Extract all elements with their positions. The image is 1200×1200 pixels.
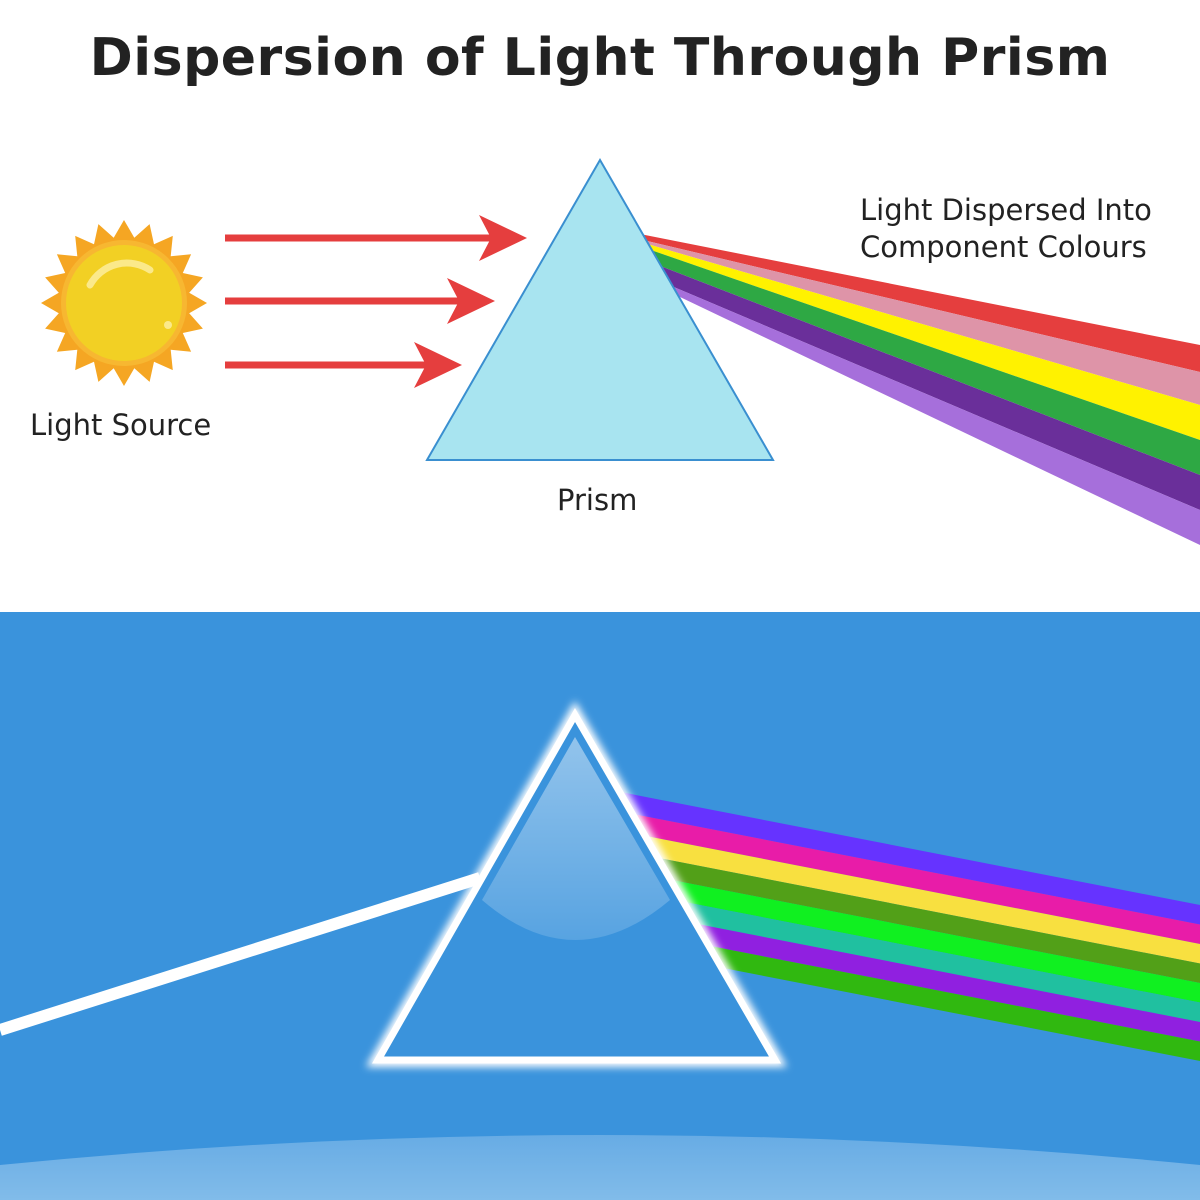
white-light-beam bbox=[0, 872, 482, 1036]
bottom-spectrum-band bbox=[600, 905, 1200, 1042]
page-title: Dispersion of Light Through Prism bbox=[89, 28, 1111, 88]
bottom-spectrum-band bbox=[600, 807, 1200, 944]
bottom-spectrum-band bbox=[600, 924, 1200, 1061]
arrow bbox=[225, 342, 462, 388]
bottom-spectrum-band bbox=[600, 866, 1200, 1003]
bottom-spectrum-band bbox=[600, 846, 1200, 983]
light-source-label: Light Source bbox=[30, 408, 212, 442]
bottom-prism bbox=[365, 700, 788, 1067]
sun-icon bbox=[41, 220, 207, 386]
prism-label: Prism bbox=[557, 483, 638, 517]
bottom-spectrum-band bbox=[600, 827, 1200, 964]
bottom-spectrum-band bbox=[600, 885, 1200, 1022]
arrow bbox=[225, 278, 495, 324]
dispersed-label-line1: Light Dispersed Into bbox=[860, 193, 1152, 227]
bottom-spectrum-band bbox=[600, 788, 1200, 925]
top-prism bbox=[425, 157, 775, 461]
arrow bbox=[225, 215, 527, 261]
floor-glow bbox=[0, 1135, 1200, 1200]
bottom-spectrum bbox=[600, 788, 1200, 1061]
dispersed-label-line2: Component Colours bbox=[860, 230, 1147, 264]
incoming-light-arrows bbox=[225, 215, 527, 388]
